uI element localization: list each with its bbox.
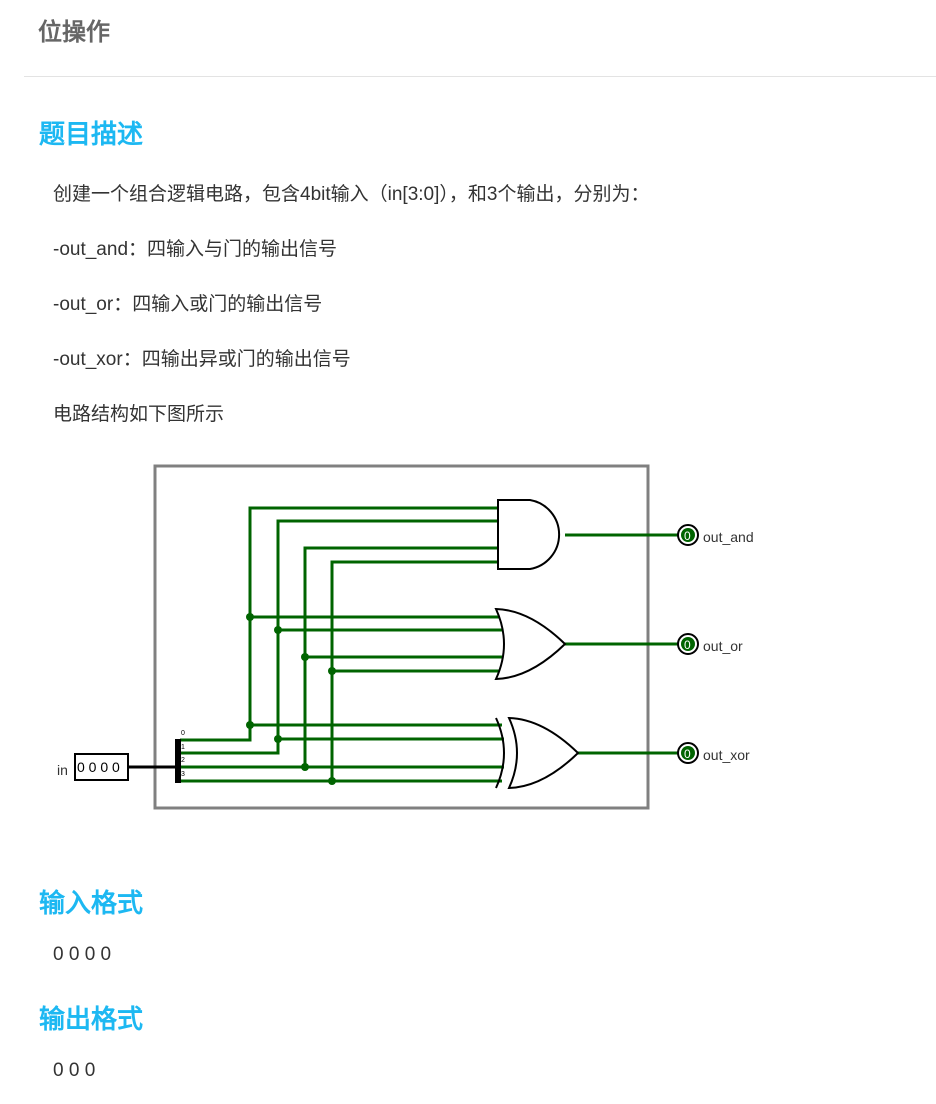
output-format-heading: 输出格式 [39, 1004, 144, 1034]
description-line: 创建一个组合逻辑电路，包含4bit输入（in[3:0]），和3个输出，分别为： [53, 184, 650, 205]
splitter-bit-label: 1 [181, 744, 185, 751]
output-value: 0 [684, 638, 691, 652]
circuit-frame [153, 464, 650, 810]
wires [180, 506, 678, 783]
splitter-bit-label: 0 [181, 730, 185, 737]
divider [24, 76, 936, 77]
output-pin-or: 0 out_or [677, 633, 743, 655]
input-pin[interactable] [74, 753, 129, 781]
description-line: -out_and：四输入与门的输出信号 [53, 239, 338, 260]
output-pin-xor: 0 out_xor [677, 742, 750, 764]
output-label: out_and [703, 529, 754, 545]
or-gate [494, 607, 567, 681]
description-line: -out_xor：四输出异或门的输出信号 [53, 349, 351, 370]
xor-gate [507, 716, 580, 790]
xor-gate-arc [495, 717, 505, 789]
circuit-diagram: in 0 0 0 0 0 1 2 3 0 out_and 0 out_or 0 … [57, 464, 754, 810]
and-gate [497, 499, 561, 570]
splitter-bit-label: 3 [181, 771, 185, 778]
description-line: -out_or：四输入或门的输出信号 [53, 294, 323, 315]
output-pin-and: 0 out_and [677, 524, 754, 546]
splitter-labels: 0 1 2 3 [181, 730, 185, 778]
output-label: out_or [703, 638, 743, 654]
input-format-heading: 输入格式 [39, 888, 144, 918]
page-title: 位操作 [38, 19, 110, 46]
input-label: in [57, 762, 68, 778]
output-value: 0 [684, 747, 691, 761]
input-value: 0 0 0 0 [77, 759, 120, 775]
input-format-text: 0 0 0 0 [53, 944, 112, 965]
splitter [175, 739, 181, 783]
description-line: 电路结构如下图所示 [53, 404, 225, 425]
output-value: 0 [684, 529, 691, 543]
output-label: out_xor [703, 747, 750, 763]
splitter-bit-label: 2 [181, 757, 185, 764]
description-heading: 题目描述 [39, 119, 144, 149]
junctions [246, 613, 336, 785]
output-format-text: 0 0 0 [53, 1060, 96, 1081]
